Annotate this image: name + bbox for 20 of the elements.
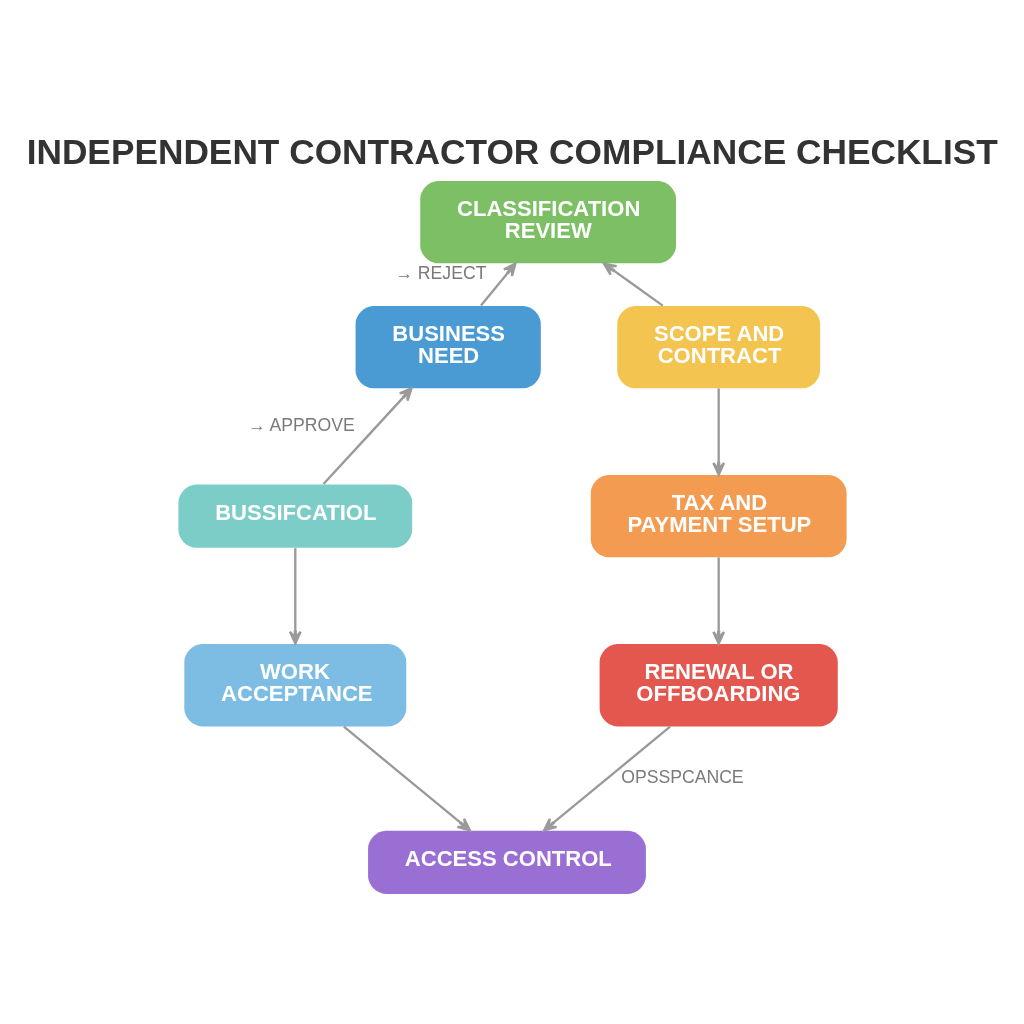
- node-box: SCOPE AND CONTRACT: [616, 305, 820, 388]
- arrow: [711, 387, 725, 476]
- arrow: [342, 725, 471, 832]
- node-box: BUSSIFCATIOL: [177, 484, 412, 548]
- node-box: TAX AND PAYMENT SETUP: [590, 474, 847, 557]
- diagram-title: INDEPENDENT CONTRACTOR COMPLIANCE CHECKLIST: [26, 131, 998, 171]
- node-box: RENEWAL OR OFFBOARDING: [599, 643, 838, 726]
- arrow: [711, 556, 725, 645]
- node-box: WORK ACCEPTANCE: [183, 643, 406, 726]
- edge-label: OPSSPCANCE: [620, 766, 744, 787]
- arrow: [602, 261, 663, 307]
- node-box: BUSINESS NEED: [355, 305, 541, 388]
- arrow: [479, 261, 517, 306]
- edge-label: → REJECT: [394, 262, 486, 283]
- edge-label: → APPROVE: [247, 414, 355, 435]
- node-box: CLASSIFICATION REVIEW: [419, 180, 676, 263]
- arrow: [542, 725, 671, 832]
- node-box: ACCESS CONTROL: [367, 830, 646, 894]
- arrow: [288, 547, 302, 645]
- arrow: [322, 386, 413, 485]
